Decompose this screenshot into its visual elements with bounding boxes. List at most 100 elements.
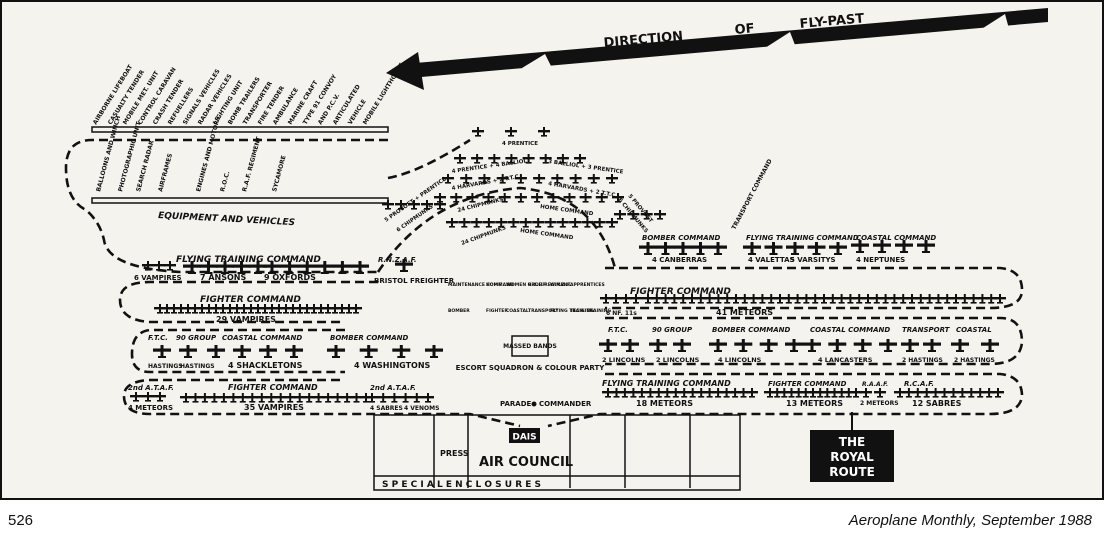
aircraft [649, 339, 667, 352]
training-plane [458, 218, 471, 228]
row-count: 2 HASTINGS [902, 357, 943, 364]
training-plane [382, 200, 394, 210]
aircraft [994, 294, 1006, 304]
parade-command-top: MAINTENANCE COMMAND [448, 282, 514, 288]
row-header: FIGHTER COMMAND [200, 295, 301, 305]
row-count: 41 METEORS [716, 308, 773, 317]
aircraft [874, 388, 886, 398]
royal-route-line-3: ROUTE [829, 465, 875, 479]
aircraft [410, 393, 423, 403]
aircraft [860, 388, 872, 398]
row-header: FLYING TRAINING COMMAND [746, 234, 859, 242]
row-count: 18 METEORS [636, 399, 693, 408]
aircraft [981, 339, 999, 352]
row-header: BOMBER COMMAND [642, 234, 720, 242]
aircraft [803, 339, 821, 352]
training-plane [532, 218, 545, 228]
training-plane [533, 174, 546, 184]
row-header: BOMBER COMMAND [712, 326, 790, 334]
training-plane [654, 210, 666, 220]
aircraft [743, 242, 761, 255]
aircraft [656, 242, 675, 255]
row-count: 9 OXFORDS [264, 273, 316, 282]
parade-command-bottom: BOMBER [448, 308, 470, 314]
aircraft [392, 345, 411, 358]
vehicle-strip-bottom [91, 197, 389, 204]
row-header: FIGHTER COMMAND [228, 383, 318, 392]
row-count: 4 SHACKLETONS [228, 361, 303, 370]
aircraft [709, 242, 727, 255]
training-plane [538, 127, 550, 137]
aircraft [709, 339, 727, 352]
aircraft [154, 392, 166, 402]
row-count: 4 SABRES [370, 405, 403, 412]
training-label: 4 PRENTICE [502, 141, 538, 147]
training-plane [466, 193, 479, 203]
row-header: COASTAL COMMAND [810, 326, 890, 334]
royal-route-box [810, 430, 894, 482]
aircraft [399, 393, 412, 403]
training-plane [471, 154, 484, 164]
row-header: R.N.Z.A.F. [378, 256, 417, 264]
row-header: TRANSPORT [902, 326, 951, 334]
aircraft [425, 345, 443, 358]
dais-label: DAIS [512, 433, 536, 443]
aircraft [901, 339, 919, 352]
row-count: 2 LINCOLNS [656, 356, 700, 364]
aircraft [207, 345, 225, 358]
training-plane [606, 218, 618, 228]
training-plane [581, 218, 594, 228]
vehicle-label: R.A.F. REGIMENT [241, 135, 263, 192]
aircraft [691, 242, 710, 255]
parade-command-top: HOME [486, 282, 501, 288]
aircraft [807, 242, 826, 255]
row-count: 7 ANSONS [200, 273, 246, 282]
training-plane [470, 218, 483, 228]
parade-command-top: APPRENTICES [570, 282, 605, 288]
aircraft [674, 242, 692, 255]
special-enclosures-label: S P E C I A L E N C L O S U R E S [382, 480, 541, 490]
aircraft [923, 339, 941, 352]
vehicle-label: R.O.C. [219, 170, 231, 192]
row-header: R.A.A.F. [862, 381, 888, 388]
aircraft [785, 339, 803, 352]
aircraft [673, 339, 691, 352]
aircraft [153, 261, 165, 271]
vehicle-strip-top [91, 126, 389, 133]
flypast-route [64, 138, 1024, 428]
row-count: 4 CANBERRAS [652, 256, 707, 264]
parade-command-top: R.A.F. REGIMENT [528, 282, 571, 288]
row-count: 35 VAMPIRES [244, 403, 304, 412]
row-count: 4 WASHINGTONS [354, 361, 431, 370]
row-header: F.T.C. [608, 326, 628, 334]
row-count: 6 VAMPIRES [134, 274, 182, 282]
row-header: 90 GROUP [176, 334, 217, 342]
row-count: 2 LINCOLNS [602, 356, 646, 364]
aircraft [285, 345, 303, 358]
flypast-label: FLY-PAST [799, 11, 865, 32]
vehicle-label: MOBILE LIGHTHOUSE [362, 62, 406, 126]
flypast-diagram: DIRECTION OF FLY-PAST AIRBORNE LIFEBOATC… [64, 8, 1048, 491]
training-plane [472, 127, 484, 137]
direction-label: DIRECTION [603, 29, 684, 51]
training-label: HOME COMMAND [540, 204, 594, 217]
row-count: 4 LANCASTERS [818, 356, 873, 364]
aircraft [764, 242, 783, 255]
aircraft [828, 339, 847, 352]
publication-credit: Aeroplane Monthly, September 1988 [848, 512, 1092, 529]
row-header: 2nd A.T.A.F. [370, 384, 416, 392]
row-header: FIGHTER COMMAND [768, 380, 847, 388]
aircraft [734, 339, 753, 352]
special-enclosures [373, 414, 741, 491]
training-plane [519, 218, 532, 228]
training-plane [531, 193, 544, 203]
commander-dot [531, 401, 537, 407]
row-header: BOMBER COMMAND [330, 334, 408, 342]
training-plane [446, 218, 458, 228]
row-count: BRISTOL FREIGHTER [374, 277, 455, 285]
vehicle-label: SEARCH RADAR [135, 139, 156, 192]
aircraft [951, 339, 969, 352]
escort-label: ESCORT SQUADRON & COLOUR PARTY [456, 364, 606, 372]
